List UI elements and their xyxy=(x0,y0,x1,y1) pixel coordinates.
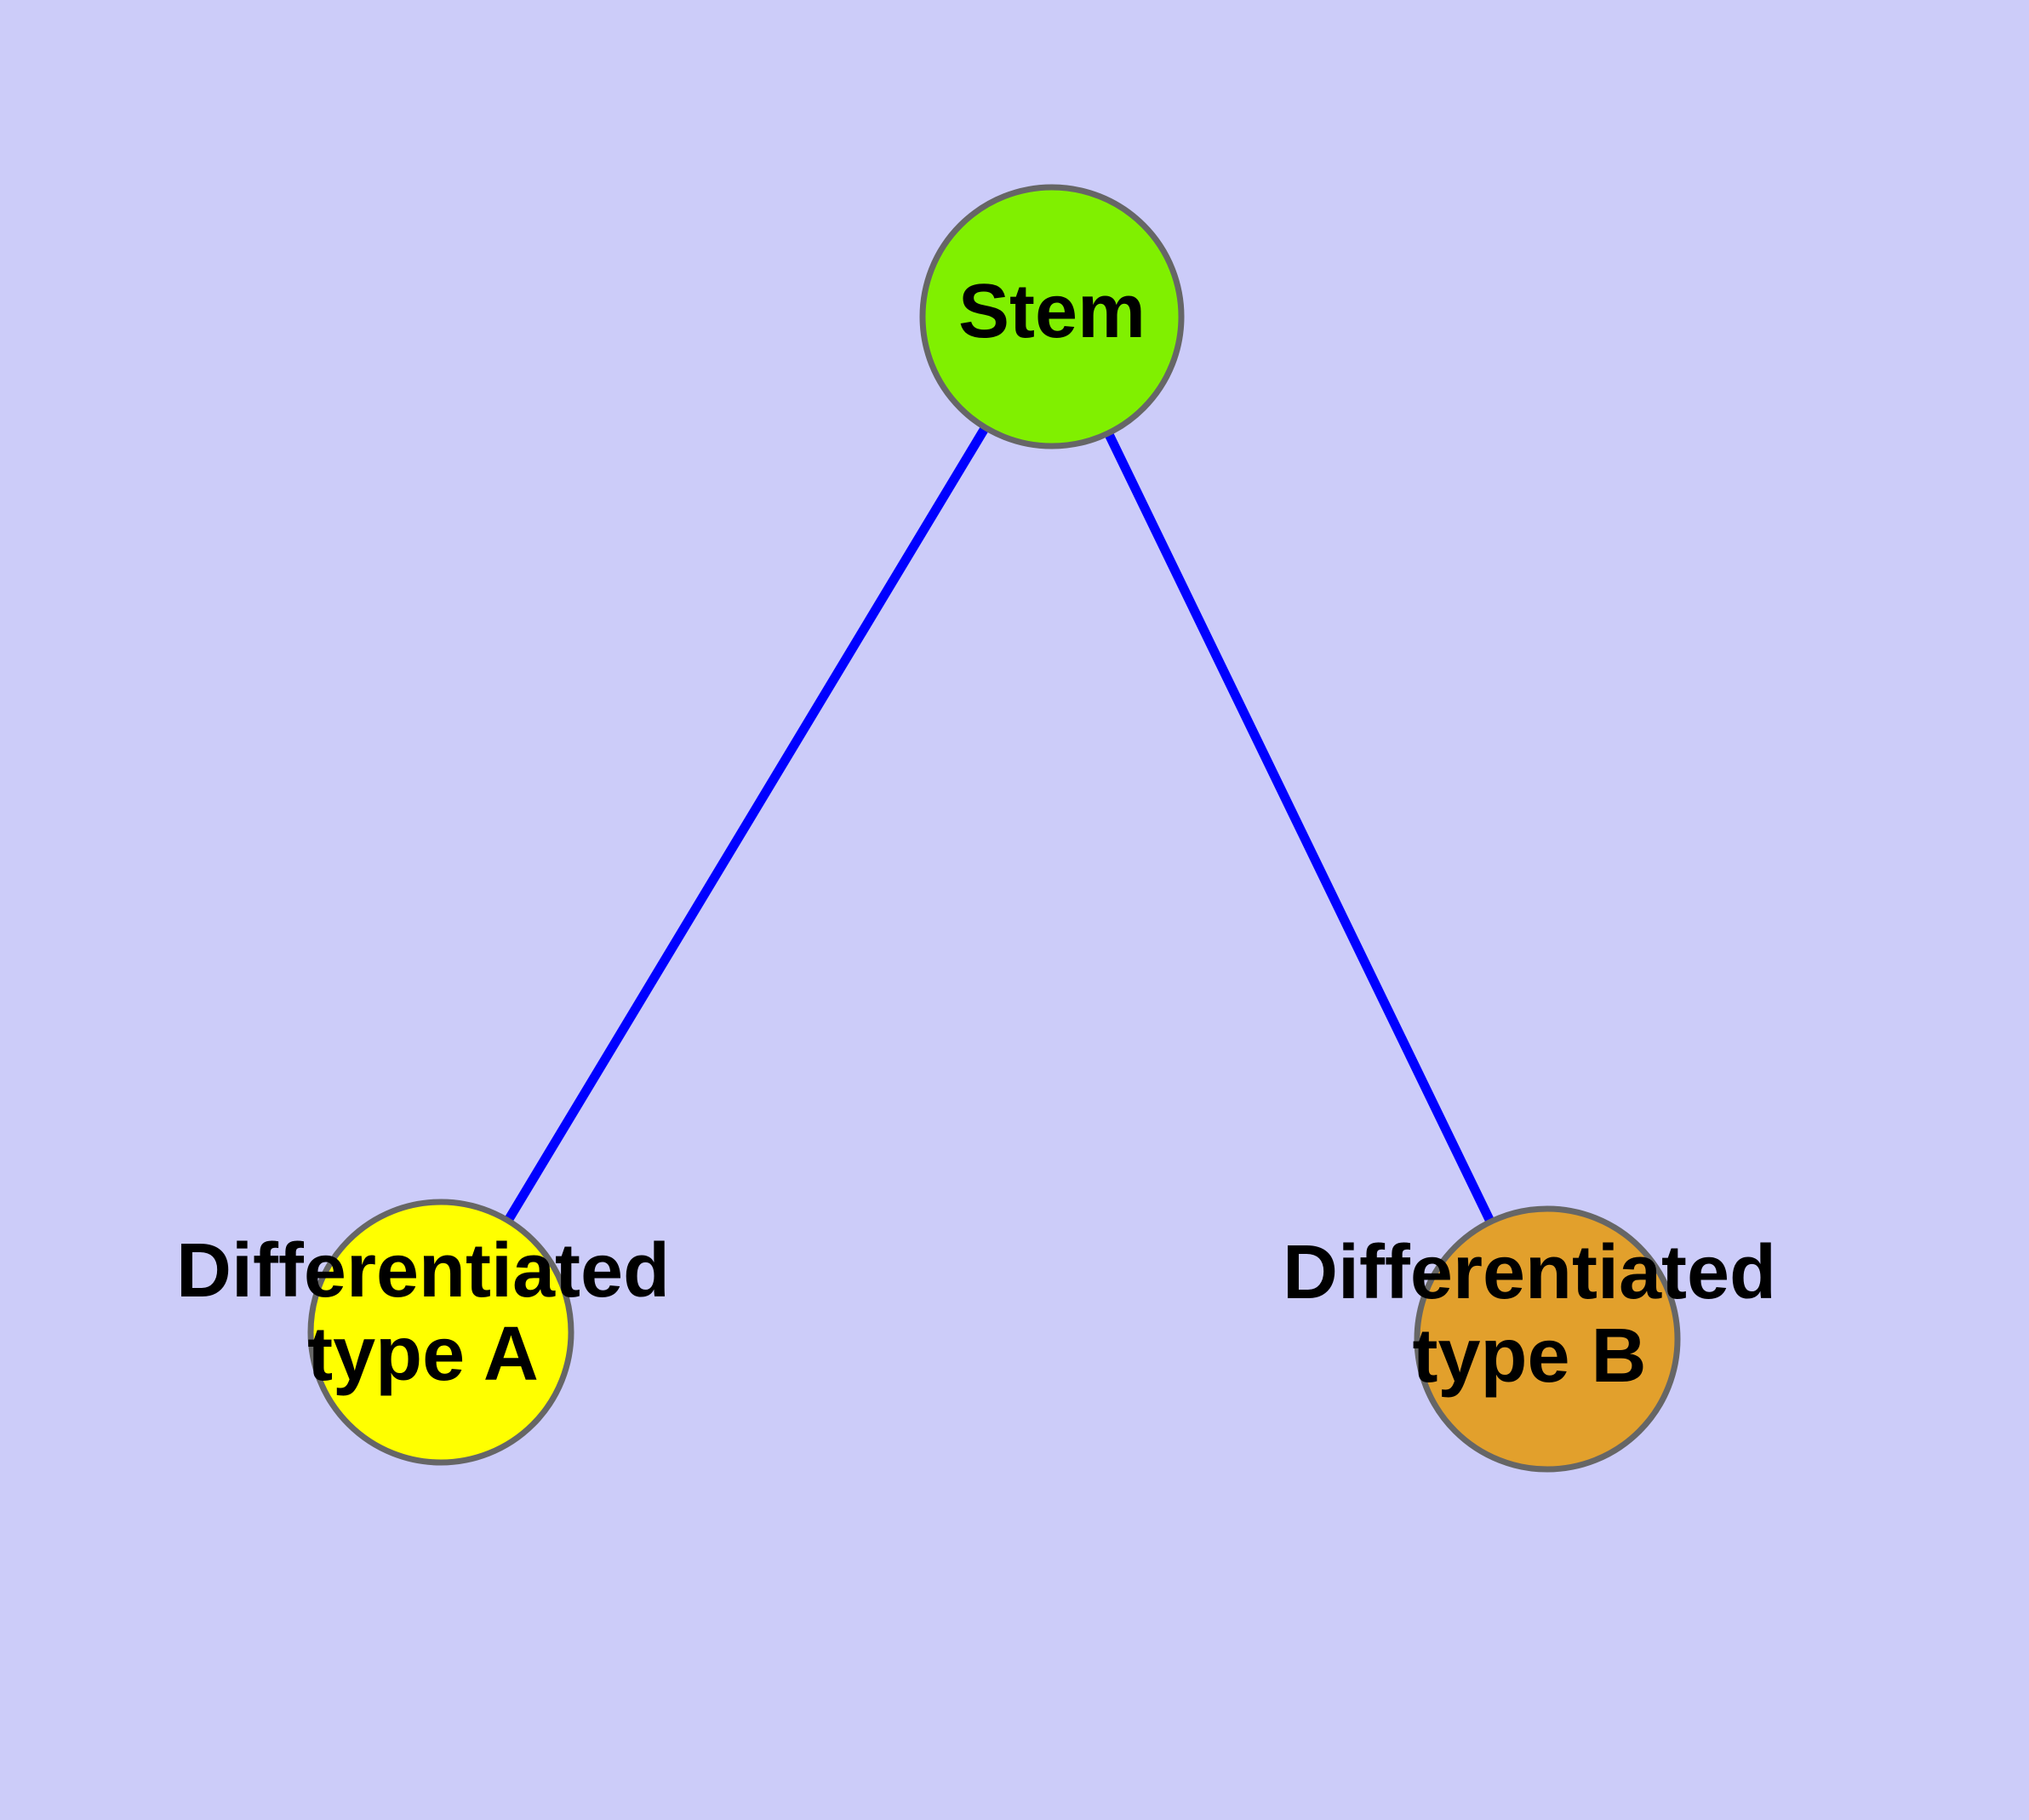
node-label-line: type B xyxy=(1412,1313,1646,1399)
edge-layer xyxy=(502,421,1496,1228)
graph-edge xyxy=(1102,427,1496,1228)
graph-node-stem[interactable] xyxy=(919,184,1185,449)
graph-node-diff_a[interactable] xyxy=(307,1199,574,1466)
node-label-line: Stem xyxy=(958,269,1146,354)
node-label-line: type A xyxy=(307,1312,539,1397)
node-label-stem: Stem xyxy=(958,269,1146,354)
node-label-line: Differentiated xyxy=(1283,1230,1776,1315)
node-layer xyxy=(307,184,1681,1473)
node-label-line: Differentiated xyxy=(176,1228,670,1313)
graph-edge xyxy=(502,421,992,1227)
graph-node-diff_b[interactable] xyxy=(1414,1205,1681,1473)
